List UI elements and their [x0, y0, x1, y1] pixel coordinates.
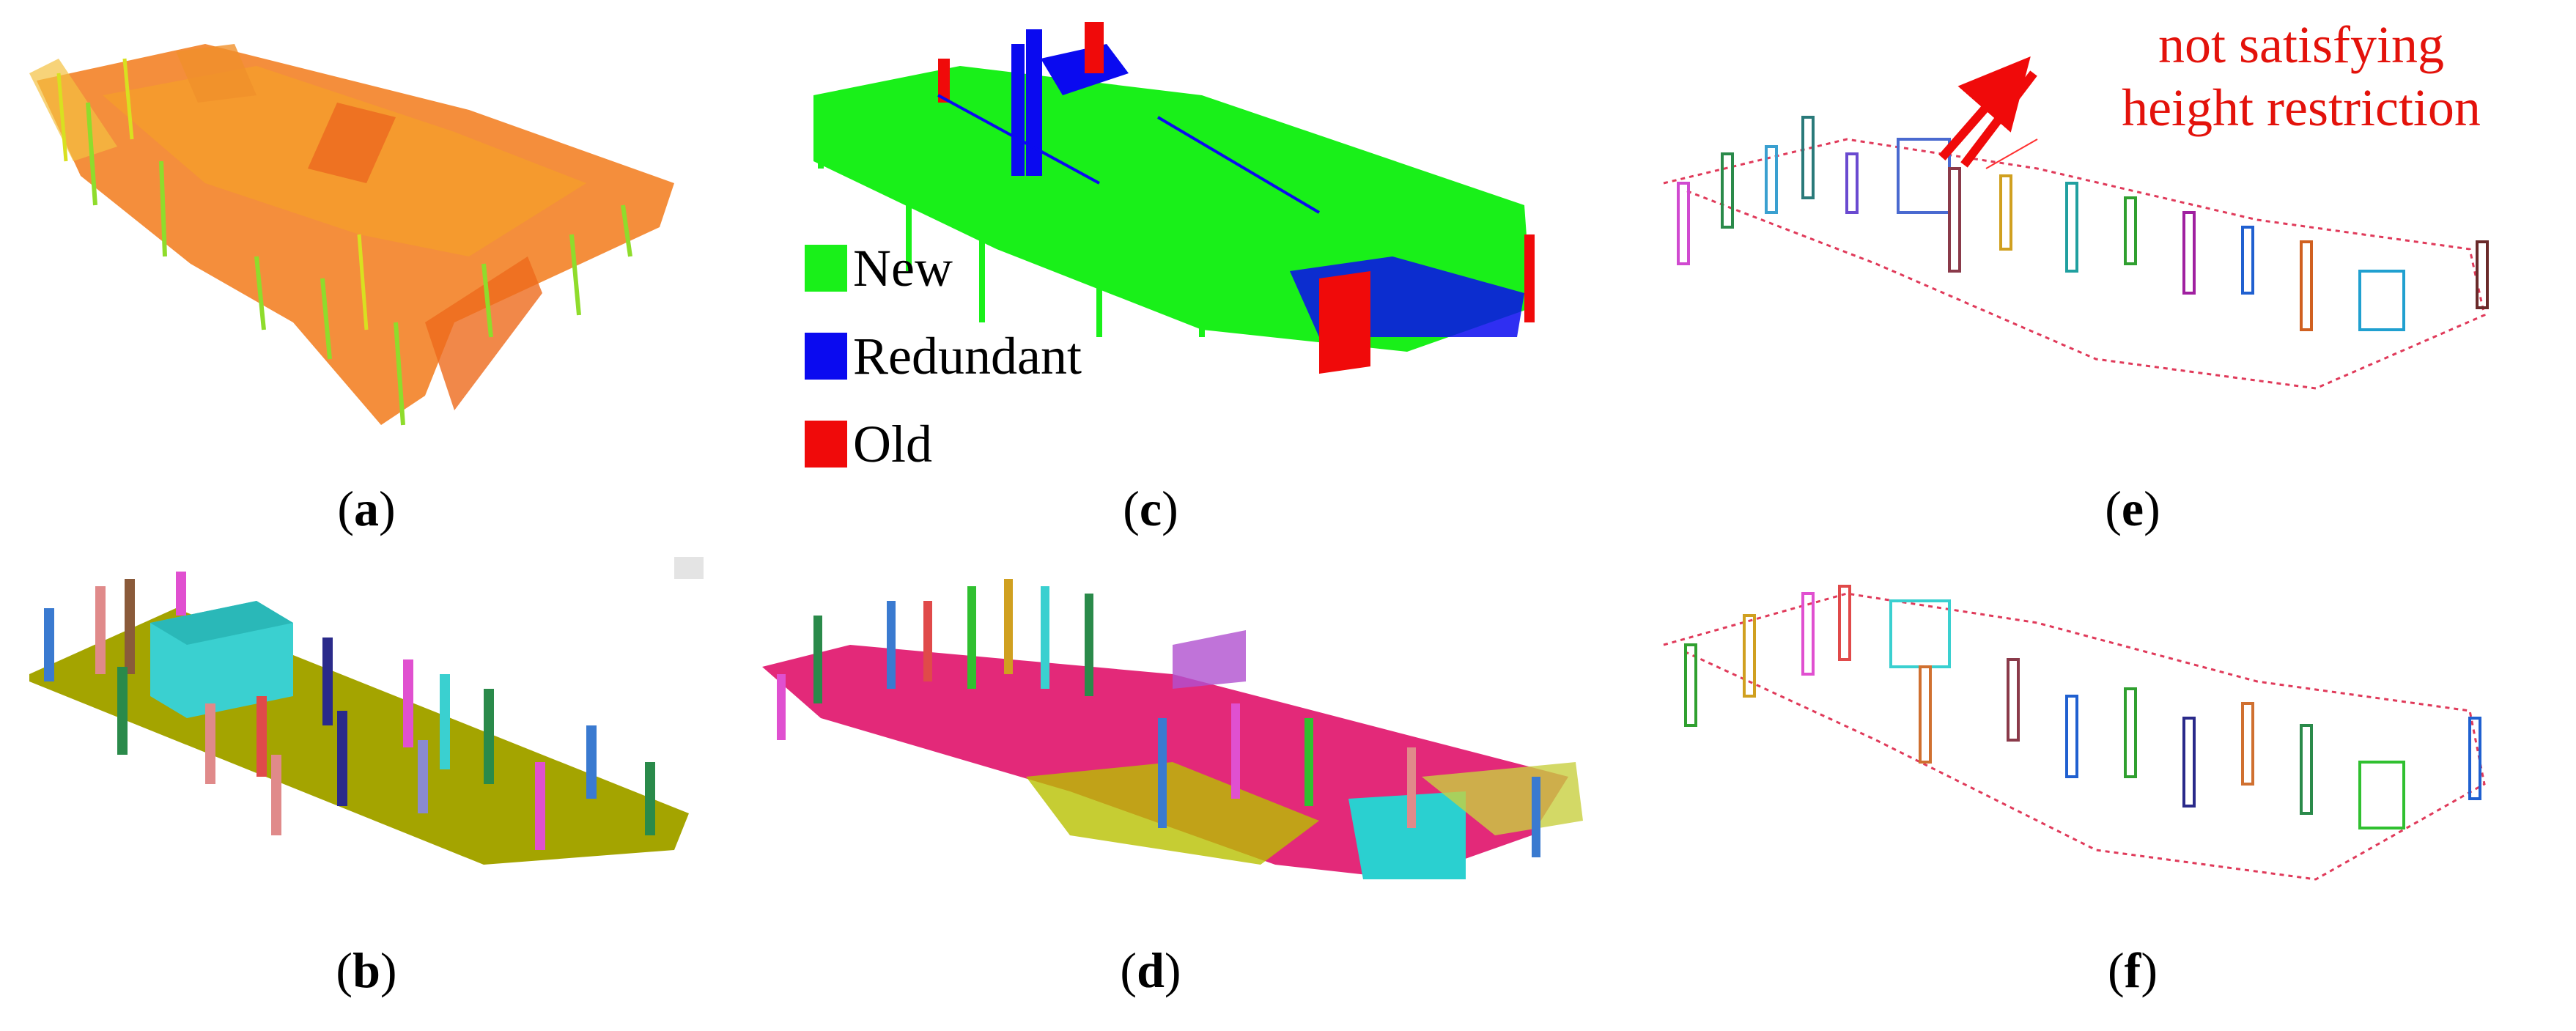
caption-b-open: ( [336, 942, 353, 998]
panel-e-image [1663, 116, 2489, 390]
caption-f-open: ( [2108, 942, 2125, 998]
caption-d-letter: d [1137, 942, 1165, 998]
caption-c-letter: c [1139, 481, 1162, 536]
legend-swatch-old [805, 421, 847, 468]
panel-c-image [813, 22, 1535, 374]
caption-e: (e) [2052, 484, 2213, 533]
legend-item-redundant: Redundant [805, 330, 1082, 383]
panel-f-wireframe [1656, 572, 2506, 894]
panel-c-classification [791, 15, 1568, 396]
panel-b-image [29, 557, 704, 865]
panel-e-wireframe [1656, 95, 2506, 403]
caption-d-open: ( [1120, 942, 1137, 998]
caption-e-close: ) [2144, 481, 2160, 536]
legend-swatch-redundant [805, 333, 847, 380]
legend-label-new: New [853, 239, 953, 298]
caption-d: (d) [1070, 945, 1231, 995]
caption-b-close: ) [380, 942, 397, 998]
legend-item-old: Old [805, 418, 932, 470]
caption-c-open: ( [1123, 481, 1140, 536]
caption-b-letter: b [353, 942, 380, 998]
panel-f-image [1663, 585, 2486, 881]
caption-f: (f) [2052, 945, 2213, 995]
panel-d-segments [762, 557, 1627, 894]
legend-swatch-new [805, 245, 847, 292]
caption-f-letter: f [2124, 942, 2141, 998]
caption-a: (a) [286, 484, 447, 533]
legend-label-old: Old [853, 415, 932, 473]
annotation-line-2: height restriction [2122, 78, 2481, 138]
caption-e-open: ( [2105, 481, 2122, 536]
caption-a-close: ) [379, 481, 396, 536]
caption-b: (b) [286, 945, 447, 995]
caption-d-close: ) [1164, 942, 1181, 998]
caption-f-close: ) [2141, 942, 2158, 998]
panel-d-image [762, 579, 1583, 879]
caption-a-letter: a [354, 481, 379, 536]
caption-a-open: ( [337, 481, 354, 536]
caption-c: (c) [1070, 484, 1231, 533]
caption-e-letter: e [2121, 481, 2144, 536]
panel-a-image [29, 44, 674, 426]
caption-c-close: ) [1162, 481, 1178, 536]
legend-item-new: New [805, 242, 953, 295]
panel-a-pointcloud [15, 15, 748, 469]
annotation-line-1: not satisfying [2158, 15, 2444, 74]
legend-label-redundant: Redundant [853, 327, 1082, 385]
panel-b-model [29, 557, 762, 887]
annotation-height-restriction: not satisfying height restriction [2081, 13, 2521, 140]
